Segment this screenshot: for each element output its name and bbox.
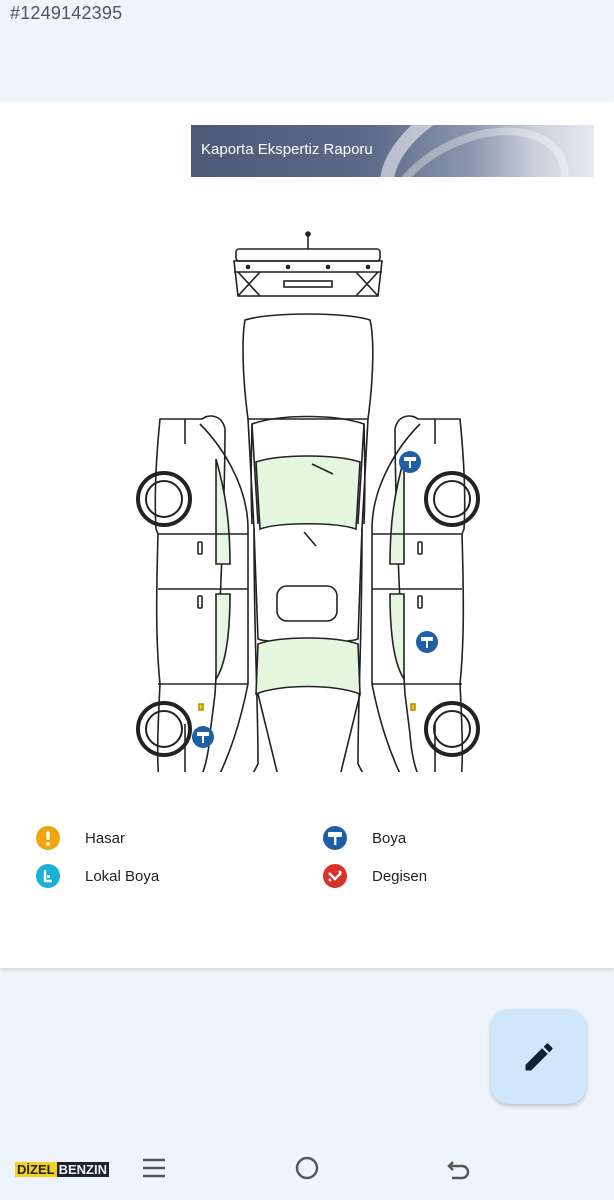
- front-bumper: [233, 231, 383, 297]
- car-right-side: [371, 415, 466, 772]
- left-rear-wheel: [136, 701, 192, 757]
- legend-label: Degisen: [372, 867, 428, 885]
- local-paint-icon: [36, 864, 60, 888]
- menu-icon[interactable]: [138, 1152, 170, 1184]
- replaced-icon: [323, 864, 347, 888]
- edit-button[interactable]: [491, 1009, 586, 1104]
- car-top-view: [242, 313, 374, 772]
- listing-id: #1249142395: [10, 3, 123, 23]
- legend-label: Lokal Boya: [85, 867, 160, 885]
- back-icon[interactable]: [443, 1152, 475, 1184]
- warning-icon: [36, 826, 60, 850]
- legend-label: Hasar: [85, 829, 126, 847]
- expertise-report-card: Kaporta Ekspertiz Raporu: [0, 102, 614, 968]
- legend-item-lokal-boya: Lokal Boya: [35, 862, 159, 890]
- right-rear-wheel: [424, 701, 480, 757]
- pencil-icon: [525, 1043, 552, 1070]
- report-title: Kaporta Ekspertiz Raporu: [201, 141, 373, 158]
- home-circle-icon[interactable]: [291, 1152, 323, 1184]
- paint-marker-front-right: [399, 451, 421, 473]
- left-front-wheel: [136, 471, 192, 527]
- report-header-banner: Kaporta Ekspertiz Raporu: [191, 125, 594, 177]
- legend-item-boya: Boya: [322, 824, 406, 852]
- right-front-wheel: [424, 471, 480, 527]
- legend: Hasar Boya Lokal Boya Degisen: [0, 822, 614, 892]
- legend-item-degisen: Degisen: [322, 862, 427, 890]
- paint-marker-rear-right: [416, 631, 438, 653]
- paint-roller-icon: [323, 826, 347, 850]
- paint-marker-rear-left: [192, 726, 214, 748]
- legend-item-hasar: Hasar: [35, 824, 125, 852]
- legend-label: Boya: [372, 829, 407, 847]
- car-left-side: [154, 415, 249, 772]
- car-damage-diagram: [136, 231, 480, 772]
